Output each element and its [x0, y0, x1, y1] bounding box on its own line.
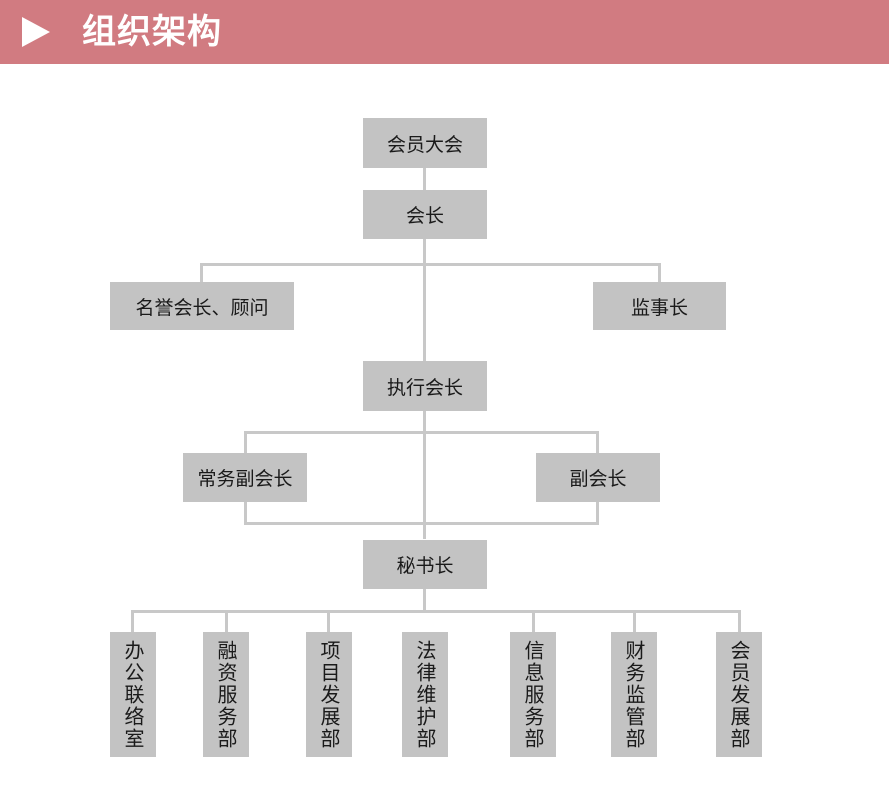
dept-label: 融资服务部 [214, 640, 238, 750]
dept-information-service: 信息服务部 [510, 632, 556, 757]
connector-line [131, 610, 741, 613]
node-standing-vice-president: 常务副会长 [183, 453, 307, 502]
connector-line [532, 610, 535, 632]
node-president: 会长 [363, 190, 487, 239]
connector-line [200, 263, 661, 266]
node-honorary-president-advisor: 名誉会长、顾问 [110, 282, 294, 330]
dept-member-development: 会员发展部 [716, 632, 762, 757]
dept-label: 信息服务部 [521, 640, 545, 750]
dept-label: 项目发展部 [317, 640, 341, 750]
connector-line [327, 610, 330, 632]
dept-financial-supervision: 财务监管部 [611, 632, 657, 757]
connector-line [200, 263, 203, 283]
connector-line [423, 588, 426, 613]
connector-line [131, 610, 134, 632]
node-executive-president: 执行会长 [363, 361, 487, 411]
connector-line [225, 610, 228, 632]
node-member-assembly: 会员大会 [363, 118, 487, 168]
section-title: 组织架构 [82, 12, 222, 52]
connector-line [738, 610, 741, 632]
connector-line [244, 431, 599, 434]
connector-line [244, 522, 599, 525]
play-triangle-icon [22, 17, 50, 47]
dept-office-liaison: 办公联络室 [110, 632, 156, 757]
dept-label: 办公联络室 [121, 640, 145, 750]
dept-label: 财务监管部 [622, 640, 646, 750]
node-chief-supervisor: 监事长 [593, 282, 726, 330]
node-vice-president: 副会长 [536, 453, 660, 502]
dept-financing-service: 融资服务部 [203, 632, 249, 757]
dept-legal-protection: 法律维护部 [402, 632, 448, 757]
dept-project-development: 项目发展部 [306, 632, 352, 757]
connector-line [633, 610, 636, 632]
connector-line [658, 263, 661, 283]
connector-line [423, 167, 426, 539]
section-header: 组织架构 [0, 0, 889, 64]
node-secretary-general: 秘书长 [363, 540, 487, 589]
dept-label: 会员发展部 [727, 640, 751, 750]
dept-label: 法律维护部 [413, 640, 437, 750]
